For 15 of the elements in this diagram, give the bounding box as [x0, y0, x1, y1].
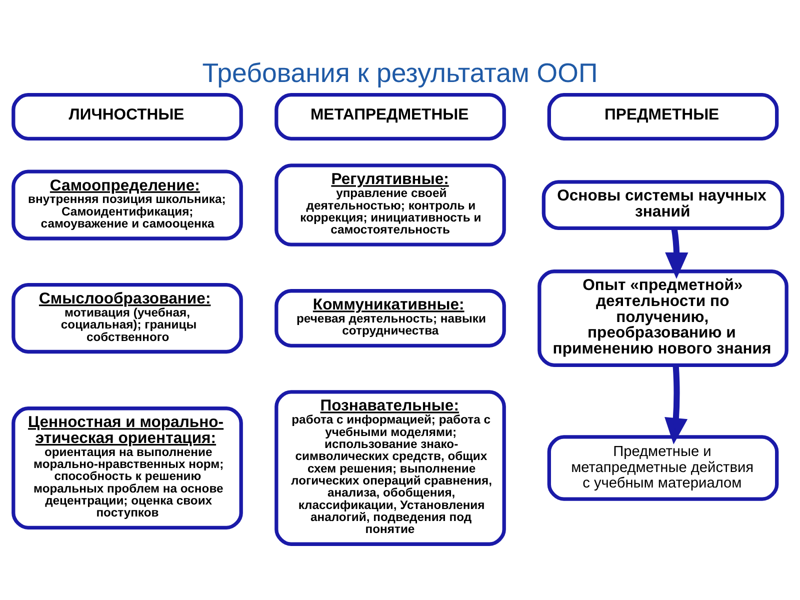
- node-box: Самоопределение: внутренняя позиция школьника; Самоидентификация; самоуважение и самооценка: [12, 170, 243, 240]
- node-box: ПРЕДМЕТНЫЕ: [547, 93, 779, 140]
- node-box: Смыслообразование: мотивация (учебная, социальная); границы собственного: [12, 282, 243, 354]
- arrow: [665, 228, 688, 279]
- node-box: ЛИЧНОСТНЫЕ: [12, 93, 243, 140]
- node-box: МЕТАПРЕДМЕТНЫЕ: [274, 93, 506, 140]
- node-box: Регулятивные: управление своей деятельностью; контроль и коррекция; инициативность и самостоятельность: [274, 164, 506, 246]
- node-box: Опыт «предметной» деятельности по получению, преобразованию и применению нового знания: [538, 270, 788, 367]
- node-box: Познавательные: работа с информацией; работа с учебными моделями; использование знако-символических средств, общих схем решения; выполнение логических операций сравнения, анализа, обобщения, классификации, Установления аналогий, подведения под понятие: [274, 390, 506, 546]
- node-box: Коммуникативные: речевая деятельность; навыки сотрудничества: [274, 289, 506, 348]
- diagram-title: Требования к результатам ООП: [202, 58, 598, 88]
- arrow: [664, 365, 688, 444]
- node-box: Ценностная и морально-этическая ориентация: ориентация на выполнение морально-нравственных норм; способность к решению моральных проблем на основе децентрации; оценка своих поступков: [12, 406, 243, 530]
- node-box: Предметные и метапредметные действия с учебным материалом: [547, 435, 779, 501]
- node-box: Основы системы научных знаний: [542, 180, 784, 230]
